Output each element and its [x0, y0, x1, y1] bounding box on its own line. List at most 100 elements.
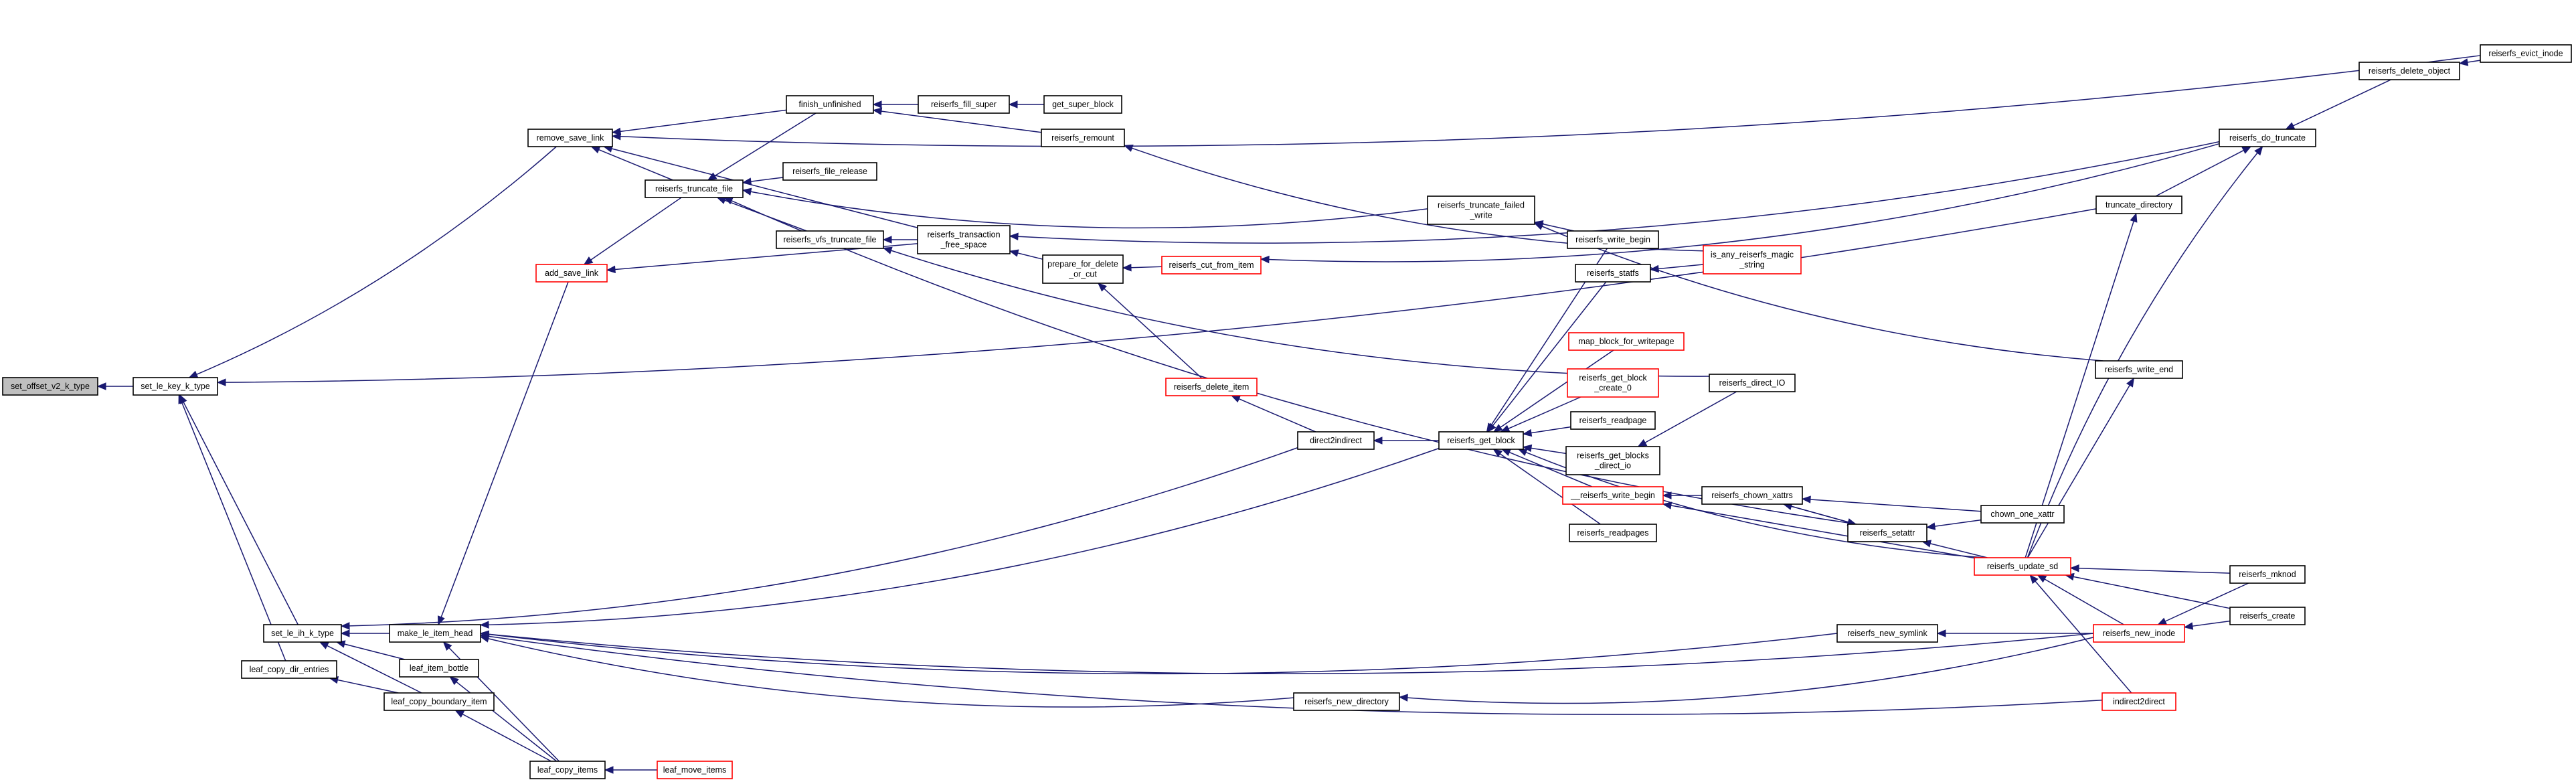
node-label: reiserfs_statfs: [1587, 268, 1639, 278]
node-reiserfs-vfs-truncate-file[interactable]: reiserfs_vfs_truncate_file: [776, 230, 884, 249]
edge-arrowhead: [437, 615, 445, 626]
node-set-le-ih-k-type[interactable]: set_le_ih_k_type: [263, 624, 342, 643]
edge-arrowhead: [2241, 146, 2252, 154]
node-reiserfs-direct-IO[interactable]: reiserfs_direct_IO: [1709, 374, 1796, 392]
node-label: reiserfs_direct_IO: [1719, 378, 1786, 388]
node-reiserfs-remount[interactable]: reiserfs_remount: [1041, 129, 1125, 147]
edge-line: [349, 447, 1298, 627]
edge-arrowhead: [882, 246, 893, 254]
node-make-le-item-head[interactable]: make_le_item_head: [389, 624, 481, 643]
node-reiserfs-statfs[interactable]: reiserfs_statfs: [1575, 264, 1651, 283]
node-box: [782, 162, 877, 181]
node-get-super-block[interactable]: get_super_block: [1043, 95, 1122, 114]
node-set-le-key-k-type[interactable]: set_le_key_k_type: [133, 377, 218, 396]
edge-arrowhead: [1097, 283, 1108, 292]
node-reiserfs-delete-item[interactable]: reiserfs_delete_item: [1165, 378, 1258, 396]
edge-reiserfs_get_block-to-make_le_item_head: [479, 447, 1440, 629]
node-label: reiserfs_mknod: [2239, 570, 2296, 579]
node-prepare-for-delete-or-cut[interactable]: prepare_for_delete_or_cut: [1042, 254, 1124, 284]
node-reiserfs-evict-inode[interactable]: reiserfs_evict_inode: [2480, 44, 2572, 63]
node-reiserfs-transaction-free-space[interactable]: reiserfs_transaction_free_space: [917, 225, 1011, 254]
node-chown-one-xattr[interactable]: chown_one_xattr: [1980, 505, 2065, 524]
edge-arrowhead: [2130, 212, 2138, 223]
edge-make_le_item_head-to-set_le_ih_k_type: [340, 629, 390, 637]
edge-arrowhead: [2157, 617, 2168, 625]
edge-line: [1531, 447, 1567, 455]
edge-arrowhead: [188, 370, 199, 378]
edge-reiserfs_new_symlink-to-make_le_item_head: [479, 630, 1838, 675]
node-leaf-item-bottle[interactable]: leaf_item_bottle: [399, 659, 479, 678]
node-truncate-directory[interactable]: truncate_directory: [2095, 195, 2182, 214]
edge-reiserfs_write_end-to-reiserfs_truncate_failed_write: [1533, 222, 2103, 362]
node-label: reiserfs_new_symlink: [1847, 629, 1927, 638]
edge-arrowhead: [2183, 622, 2194, 630]
edge-reiserfs_do_truncate-to-reiserfs_transaction_free_space: [1009, 141, 2220, 244]
node-reiserfs-readpages[interactable]: reiserfs_readpages: [1569, 524, 1657, 542]
node-map-block-for-writepage[interactable]: map_block_for_writepage: [1568, 332, 1685, 351]
node-reiserfs-fill-super[interactable]: reiserfs_fill_super: [918, 95, 1010, 114]
node-reiserfs-chown-xattrs[interactable]: reiserfs_chown_xattrs: [1701, 486, 1803, 505]
node-reiserfs-create[interactable]: reiserfs_create: [2229, 607, 2306, 625]
node-reiserfs-do-truncate[interactable]: reiserfs_do_truncate: [2219, 129, 2316, 147]
node-direct2indirect[interactable]: direct2indirect: [1297, 431, 1375, 450]
edge-reiserfs_do_truncate-to-reiserfs_cut_from_item: [1260, 143, 2220, 264]
node-add-save-link[interactable]: add_save_link: [535, 264, 608, 283]
node-reiserfs-write-begin[interactable]: reiserfs_write_begin: [1567, 230, 1659, 249]
node-is-any-reiserfs-magic-string[interactable]: is_any_reiserfs_magic_string: [1703, 245, 1802, 275]
node-reiserfs-get-block[interactable]: reiserfs_get_block: [1438, 431, 1524, 450]
node-label: finish_unfinished: [798, 100, 861, 109]
node-box: [2093, 624, 2185, 643]
node-set-offset-v2-k-type[interactable]: set_offset_v2_k_type: [2, 377, 98, 396]
node-reiserfs-readpage[interactable]: reiserfs_readpage: [1570, 411, 1656, 430]
node-box: [2, 377, 98, 396]
node-reiserfs-new-directory[interactable]: reiserfs_new_directory: [1293, 692, 1400, 711]
node-box: [2101, 692, 2176, 711]
node-label: reiserfs_new_inode: [2103, 629, 2175, 638]
node-box: [1297, 431, 1375, 450]
edge-set_le_ih_k_type-to-set_le_key_k_type: [179, 394, 298, 625]
node-reiserfs-file-release[interactable]: reiserfs_file_release: [782, 162, 877, 181]
node-reiserfs-new-inode[interactable]: reiserfs_new_inode: [2093, 624, 2185, 643]
node-reiserfs-write-end[interactable]: reiserfs_write_end: [2095, 360, 2183, 379]
edge-reiserfs_delete_item-to-prepare_for_delete_or_cut: [1097, 283, 1203, 379]
node-reiserfs-truncate-file[interactable]: reiserfs_truncate_file: [645, 179, 744, 198]
node-label: set_le_key_k_type: [141, 382, 210, 391]
node-box: [241, 660, 337, 679]
node-reiserfs-update-sd[interactable]: reiserfs_update_sd: [1974, 557, 2071, 576]
node-reiserfs-mknod[interactable]: reiserfs_mknod: [2229, 565, 2306, 584]
node-box: [535, 264, 608, 283]
node-box: [1427, 195, 1535, 225]
node-leaf-copy-dir-entries[interactable]: leaf_copy_dir_entries: [241, 660, 337, 679]
node---reiserfs-write-begin[interactable]: __reiserfs_write_begin: [1562, 486, 1664, 505]
node-box: [1569, 524, 1657, 542]
edge-arrowhead: [1492, 449, 1503, 457]
node-reiserfs-new-symlink[interactable]: reiserfs_new_symlink: [1836, 624, 1938, 643]
node-remove-save-link[interactable]: remove_save_link: [527, 129, 613, 147]
node-reiserfs-truncate-failed-write[interactable]: reiserfs_truncate_failed_write: [1427, 195, 1535, 225]
node-reiserfs-get-block-create-0[interactable]: reiserfs_get_block_create_0: [1567, 368, 1659, 398]
node-reiserfs-setattr[interactable]: reiserfs_setattr: [1847, 524, 1927, 542]
edge-line: [1542, 223, 1574, 232]
edge-arrowhead: [1373, 437, 1383, 445]
edge-arrowhead: [449, 676, 459, 686]
node-label: prepare_for_delete: [1047, 260, 1118, 269]
edge-reiserfs_get_block_create_0-to-reiserfs_get_block: [1500, 396, 1581, 433]
node-reiserfs-delete-object[interactable]: reiserfs_delete_object: [2358, 62, 2460, 80]
node-leaf-copy-items[interactable]: leaf_copy_items: [529, 761, 606, 779]
node-indirect2direct[interactable]: indirect2direct: [2101, 692, 2176, 711]
node-box: [1701, 486, 1803, 505]
node-leaf-move-items[interactable]: leaf_move_items: [657, 761, 733, 779]
node-box: [133, 377, 218, 396]
edge-direct2indirect-to-set_le_ih_k_type: [340, 447, 1298, 630]
edge-arrowhead: [479, 621, 489, 629]
edge-arrowhead: [872, 100, 882, 108]
node-box: [1703, 245, 1802, 275]
edge-arrowhead: [340, 622, 350, 630]
edge-line: [1492, 281, 1607, 426]
node-reiserfs-cut-from-item[interactable]: reiserfs_cut_from_item: [1161, 256, 1262, 275]
node-reiserfs-get-blocks-direct-io[interactable]: reiserfs_get_blocks_direct_io: [1565, 446, 1660, 475]
edge-line: [1104, 288, 1203, 379]
node-finish-unfinished[interactable]: finish_unfinished: [786, 95, 874, 114]
node-leaf-copy-boundary-item[interactable]: leaf_copy_boundary_item: [383, 692, 495, 711]
node-label: reiserfs_cut_from_item: [1169, 260, 1254, 270]
